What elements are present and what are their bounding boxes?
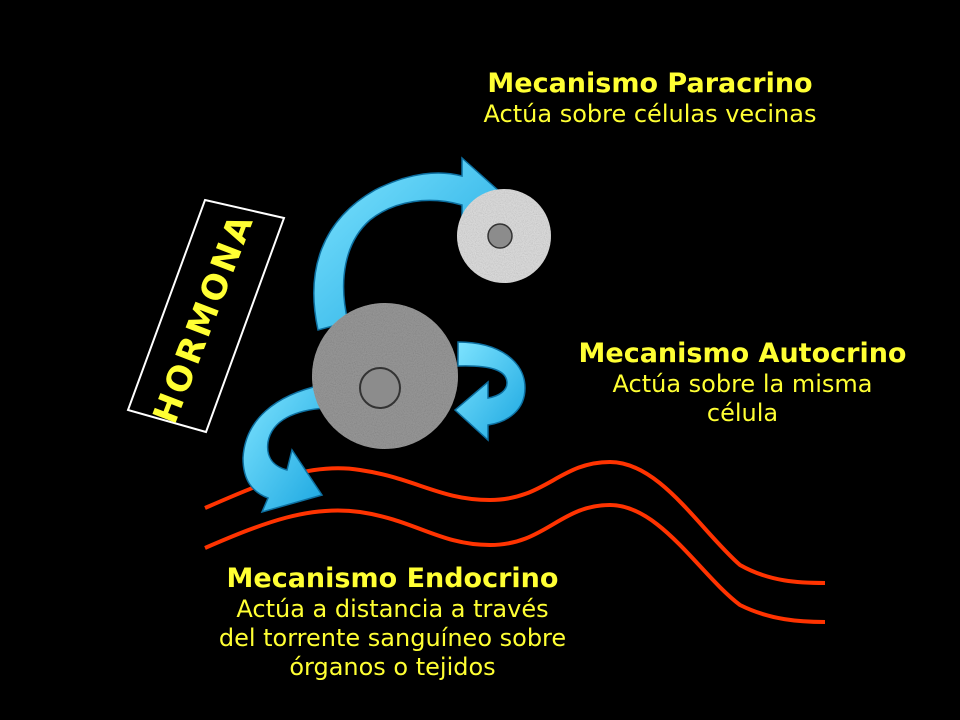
paracrine-label: Mecanismo Paracrino Actúa sobre células … [430, 68, 870, 129]
autocrine-label: Mecanismo Autocrino Actúa sobre la misma… [540, 338, 945, 428]
endocrine-title: Mecanismo Endocrino [226, 563, 559, 594]
blood-vessel-lower [204, 502, 826, 624]
paracrine-description: Actúa sobre células vecinas [483, 100, 817, 128]
endocrine-description-line1: Actúa a distancia a través [236, 595, 549, 623]
autocrine-title: Mecanismo Autocrino [578, 338, 907, 369]
endocrine-label: Mecanismo Endocrino Actúa a distancia a … [165, 563, 620, 682]
endocrine-arrow [242, 384, 327, 514]
autocrine-arrow [453, 341, 526, 442]
blood-vessel-upper [204, 459, 826, 585]
paracrine-title: Mecanismo Paracrino [487, 68, 813, 99]
autocrine-description-line1: Actúa sobre la misma [612, 370, 873, 398]
endocrine-description-line2: del torrente sanguíneo sobre [218, 624, 567, 652]
neighbor-cell-nucleus [487, 223, 513, 249]
autocrine-description-line2: célula [706, 399, 779, 427]
main-cell-nucleus [359, 367, 401, 409]
hormone-label-box [126, 198, 286, 434]
endocrine-description-line3: órganos o tejidos [289, 653, 496, 681]
paracrine-arrow [313, 156, 502, 331]
